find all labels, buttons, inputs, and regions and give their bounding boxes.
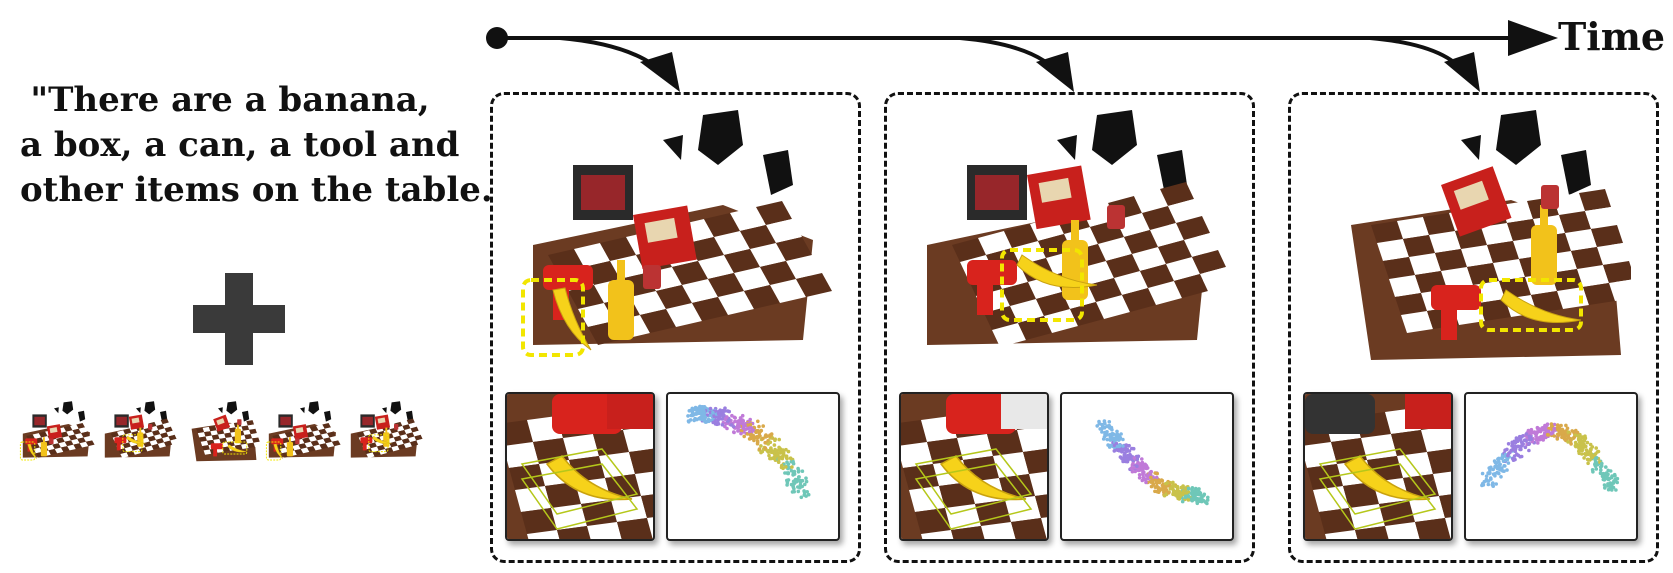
timestep-panel-3 (1288, 92, 1659, 563)
text-prompt: "There are a banana, a box, a can, a too… (20, 78, 511, 213)
timeline-arrow (486, 20, 1558, 92)
prompt-line-1: "There are a banana, (30, 80, 430, 120)
prompt-line-3: other items on the table." (20, 170, 511, 210)
timeline-arrowhead (1508, 20, 1558, 56)
banana-crop-1 (505, 392, 655, 541)
plus-icon (193, 273, 285, 365)
scene-pointcloud-1 (513, 105, 833, 375)
banana-crop-3 (1303, 392, 1453, 541)
time-label: Time (1558, 14, 1666, 59)
scene-pointcloud-2 (907, 105, 1227, 375)
branch-arrow-2 (1036, 52, 1074, 92)
banana-pointcloud-3 (1464, 392, 1638, 541)
banana-pointcloud-1 (666, 392, 840, 541)
branch-arrow-3 (1444, 52, 1480, 92)
scene-sequence-thumbnails (19, 401, 425, 462)
timestep-panel-2 (884, 92, 1255, 563)
banana-pointcloud-2 (1060, 392, 1234, 541)
branch-arrow-1 (640, 52, 680, 92)
scene-pointcloud-3 (1311, 105, 1631, 375)
banana-crop-2 (899, 392, 1049, 541)
prompt-line-2: a box, a can, a tool and (20, 125, 460, 165)
timestep-panel-1 (490, 92, 861, 563)
